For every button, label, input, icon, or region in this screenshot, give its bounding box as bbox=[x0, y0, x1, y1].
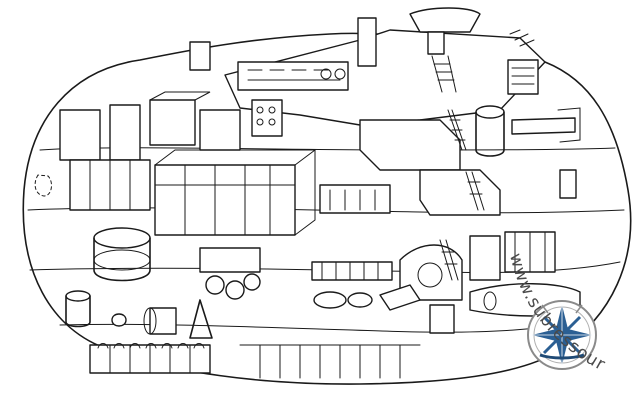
upper-deck bbox=[34, 91, 581, 197]
equipment-cabinet bbox=[251, 99, 283, 137]
hatch-dome bbox=[409, 7, 481, 33]
mast-column bbox=[357, 17, 377, 67]
control-panel bbox=[237, 61, 349, 91]
periscope-housing bbox=[189, 41, 211, 71]
drum-top bbox=[93, 227, 151, 249]
vent-louvers bbox=[509, 29, 535, 47]
locker bbox=[507, 59, 539, 95]
compass-rose-logo bbox=[527, 300, 597, 370]
pipe-run bbox=[511, 117, 576, 135]
piping-manifold bbox=[311, 261, 393, 281]
middle-deck bbox=[69, 149, 577, 236]
tank-top bbox=[475, 105, 505, 119]
sail-structure bbox=[189, 7, 546, 137]
lower-deck bbox=[93, 227, 556, 301]
